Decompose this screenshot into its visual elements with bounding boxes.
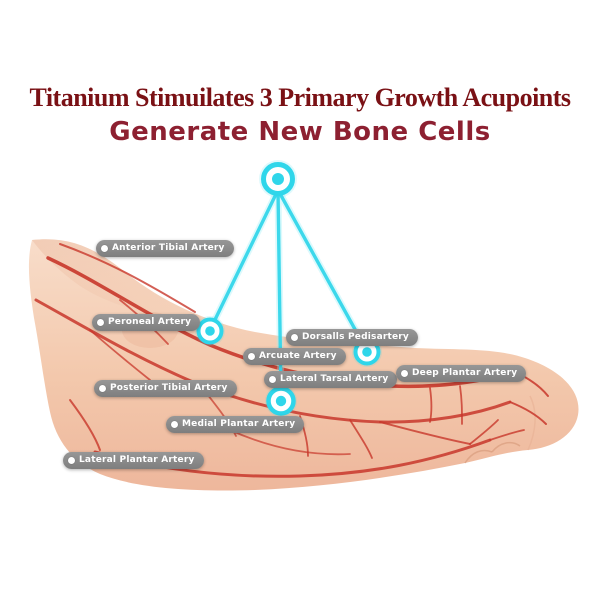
page-title: Titanium Stimuilates 3 Primary Growth Ac… bbox=[29, 83, 571, 112]
artery-label-text: Dorsalls Pedisartery bbox=[302, 332, 409, 342]
artery-label-lateral-plantar: Lateral Plantar Artery bbox=[63, 452, 204, 469]
label-dot-icon bbox=[248, 353, 255, 360]
label-dot-icon bbox=[401, 370, 408, 377]
artery-label-text: Anterior Tibial Artery bbox=[112, 243, 225, 253]
artery-label-posterior-tibial: Posterior Tibial Artery bbox=[94, 380, 237, 397]
artery-label-deep-plantar: Deep Plantar Artery bbox=[396, 365, 527, 382]
label-dot-icon bbox=[101, 245, 108, 252]
acupoint-hub-icon bbox=[259, 160, 297, 198]
label-dot-icon bbox=[99, 385, 106, 392]
label-dot-icon bbox=[97, 319, 104, 326]
page-subtitle: Generate New Bone Cells bbox=[109, 117, 491, 148]
label-dot-icon bbox=[269, 376, 276, 383]
artery-label-text: Arcuate Artery bbox=[259, 351, 337, 361]
artery-label-text: Lateral Plantar Artery bbox=[79, 455, 195, 465]
label-dot-icon bbox=[291, 334, 298, 341]
artery-label-text: Peroneal Artery bbox=[108, 317, 192, 327]
artery-label-anterior-tibial: Anterior Tibial Artery bbox=[96, 240, 234, 257]
artery-label-lateral-tarsal: Lateral Tarsal Artery bbox=[264, 371, 398, 388]
artery-label-arcuate: Arcuate Artery bbox=[243, 348, 346, 365]
artery-label-text: Medial Plantar Artery bbox=[182, 419, 296, 429]
artery-label-text: Lateral Tarsal Artery bbox=[280, 374, 389, 384]
artery-label-peroneal: Peroneal Artery bbox=[92, 314, 201, 331]
artery-label-dorsalis-pedis: Dorsalls Pedisartery bbox=[286, 329, 418, 346]
acupoint-marker-icon-2 bbox=[265, 385, 297, 417]
artery-label-text: Deep Plantar Artery bbox=[412, 368, 518, 378]
artery-label-medial-plantar: Medial Plantar Artery bbox=[166, 416, 305, 433]
artery-label-text: Posterior Tibial Artery bbox=[110, 383, 228, 393]
label-dot-icon bbox=[68, 457, 75, 464]
header: Titanium Stimuilates 3 Primary Growth Ac… bbox=[0, 83, 600, 148]
label-dot-icon bbox=[171, 421, 178, 428]
acupoint-marker-icon-1 bbox=[195, 316, 225, 346]
